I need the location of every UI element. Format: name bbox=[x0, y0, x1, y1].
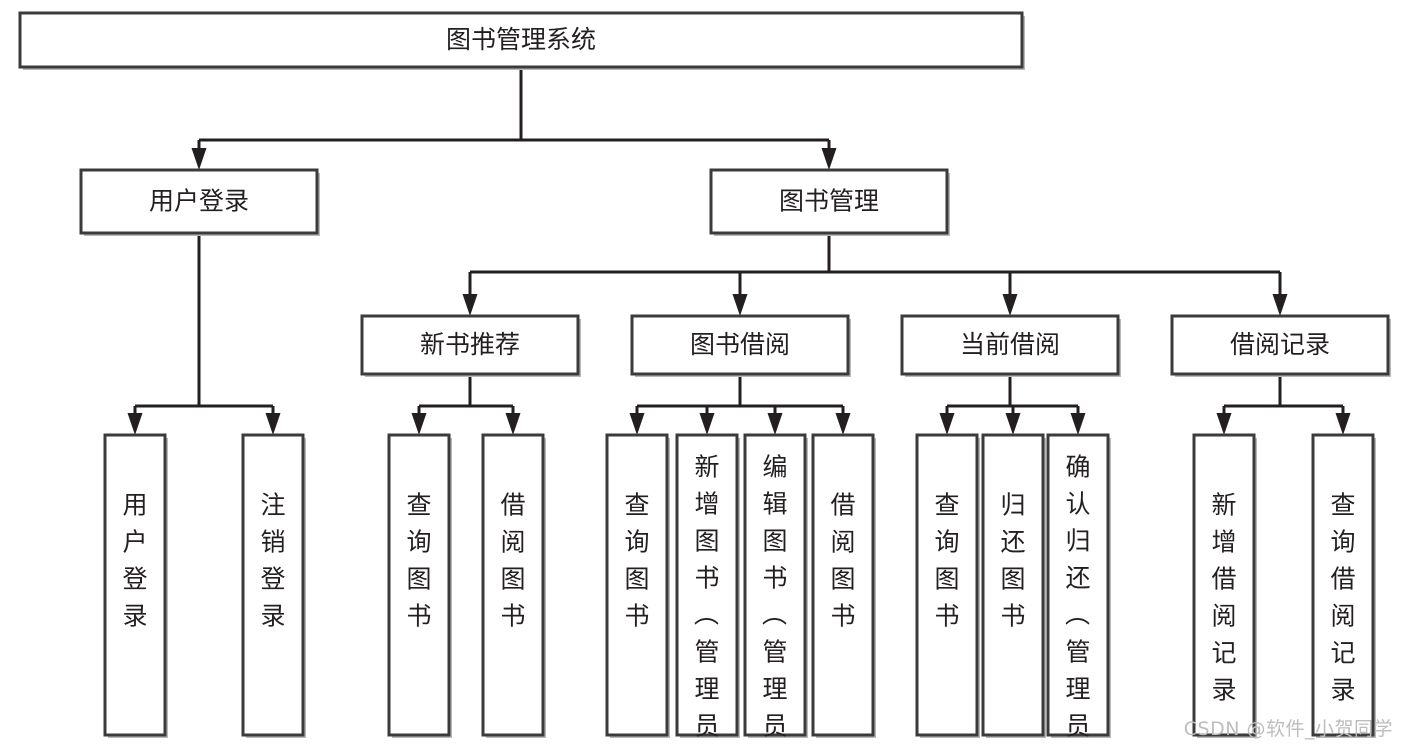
arrow-head bbox=[1005, 413, 1021, 435]
arrow-head bbox=[821, 148, 837, 170]
arrow-head bbox=[411, 413, 427, 435]
node-book-manage[interactable]: 图书管理 bbox=[709, 168, 950, 236]
connector-layer bbox=[127, 67, 1351, 435]
arrow-head bbox=[732, 294, 748, 316]
node-leaf-borrow-book-2[interactable]: 借阅图书 bbox=[811, 433, 876, 738]
watermark-label: CSDN @软件_小贺同学 bbox=[1183, 718, 1393, 740]
arrow-head bbox=[767, 413, 783, 435]
node-rect[interactable] bbox=[360, 314, 580, 376]
node-label: 新增借阅记录 bbox=[1211, 491, 1236, 705]
node-rect[interactable] bbox=[675, 433, 739, 737]
arrow-head bbox=[1272, 294, 1288, 316]
node-root[interactable]: 图书管理系统 bbox=[18, 11, 1025, 70]
node-rect[interactable] bbox=[1046, 433, 1110, 737]
node-leaf-confirm-return[interactable]: 确认归还（管理员） bbox=[1046, 433, 1111, 747]
arrow-head bbox=[1070, 413, 1086, 435]
node-label: 新增图书（管理员） bbox=[694, 453, 720, 747]
node-label: 确认归还（管理员） bbox=[1065, 453, 1091, 747]
node-label: 图书借阅 bbox=[690, 330, 790, 359]
arrow-head bbox=[505, 413, 521, 435]
node-label: 新书推荐 bbox=[420, 330, 520, 359]
node-rect[interactable] bbox=[709, 168, 949, 235]
node-label: 查询图书 bbox=[406, 491, 431, 631]
arrow-head bbox=[462, 294, 478, 316]
connector-group-current-borrow bbox=[939, 374, 1086, 435]
node-rect[interactable] bbox=[811, 433, 875, 737]
connector-group-book-manage bbox=[462, 233, 1288, 316]
node-layer: 图书管理系统用户登录图书管理新书推荐图书借阅当前借阅借阅记录用户登录注销登录查询… bbox=[18, 11, 1391, 747]
arrow-head bbox=[939, 413, 955, 435]
node-book-borrow[interactable]: 图书借阅 bbox=[630, 314, 851, 377]
arrow-head bbox=[127, 413, 143, 435]
connector-group-book-borrow bbox=[629, 374, 851, 435]
node-label: 用户登录 bbox=[122, 491, 147, 631]
connector-group-root bbox=[191, 67, 837, 170]
node-label: 查询图书 bbox=[934, 491, 959, 631]
node-leaf-logout[interactable]: 注销登录 bbox=[241, 433, 306, 738]
node-rect[interactable] bbox=[605, 433, 669, 737]
node-leaf-edit-book[interactable]: 编辑图书（管理员） bbox=[743, 433, 808, 747]
node-borrow-record[interactable]: 借阅记录 bbox=[1170, 314, 1391, 377]
node-rect[interactable] bbox=[1311, 433, 1375, 737]
node-label: 图书管理系统 bbox=[446, 25, 596, 54]
node-leaf-query-book-2[interactable]: 查询图书 bbox=[605, 433, 670, 738]
node-leaf-user-login[interactable]: 用户登录 bbox=[103, 433, 168, 738]
node-rect[interactable] bbox=[981, 433, 1045, 737]
node-label: 借阅记录 bbox=[1230, 330, 1330, 359]
node-rect[interactable] bbox=[387, 433, 451, 737]
node-label: 查询借阅记录 bbox=[1330, 491, 1355, 705]
node-rect[interactable] bbox=[79, 168, 319, 235]
node-leaf-query-record[interactable]: 查询借阅记录 bbox=[1311, 433, 1376, 738]
arrow-head bbox=[191, 148, 207, 170]
node-rect[interactable] bbox=[1170, 314, 1390, 376]
arrow-head bbox=[699, 413, 715, 435]
arrow-head bbox=[1335, 413, 1351, 435]
node-rect[interactable] bbox=[18, 11, 1024, 69]
arrow-head bbox=[1216, 413, 1232, 435]
connector-group-user-login bbox=[127, 233, 281, 435]
node-new-book-rec[interactable]: 新书推荐 bbox=[360, 314, 581, 377]
node-label: 借阅图书 bbox=[500, 491, 525, 631]
node-rect[interactable] bbox=[241, 433, 305, 737]
arrow-head bbox=[1002, 294, 1018, 316]
node-leaf-borrow-book-1[interactable]: 借阅图书 bbox=[481, 433, 546, 738]
node-label: 查询图书 bbox=[624, 491, 649, 631]
arrow-head bbox=[835, 413, 851, 435]
connector-group-new-book-rec bbox=[411, 374, 521, 435]
node-current-borrow[interactable]: 当前借阅 bbox=[900, 314, 1121, 377]
node-rect[interactable] bbox=[1192, 433, 1256, 737]
node-leaf-return-book[interactable]: 归还图书 bbox=[981, 433, 1046, 738]
node-rect[interactable] bbox=[915, 433, 979, 737]
node-label: 编辑图书（管理员） bbox=[762, 453, 788, 747]
arrow-head bbox=[265, 413, 281, 435]
node-user-login[interactable]: 用户登录 bbox=[79, 168, 320, 236]
node-rect[interactable] bbox=[103, 433, 167, 737]
connector-group-borrow-record bbox=[1216, 374, 1351, 435]
node-rect[interactable] bbox=[630, 314, 850, 376]
arrow-head bbox=[629, 413, 645, 435]
node-leaf-query-book-1[interactable]: 查询图书 bbox=[387, 433, 452, 738]
node-label: 借阅图书 bbox=[830, 491, 855, 631]
node-label: 当前借阅 bbox=[960, 330, 1060, 359]
node-label: 注销登录 bbox=[260, 491, 285, 631]
node-leaf-add-book[interactable]: 新增图书（管理员） bbox=[675, 433, 740, 747]
node-rect[interactable] bbox=[481, 433, 545, 737]
node-label: 用户登录 bbox=[149, 187, 249, 216]
node-leaf-add-record[interactable]: 新增借阅记录 bbox=[1192, 433, 1257, 738]
node-rect[interactable] bbox=[900, 314, 1120, 376]
node-label: 图书管理 bbox=[779, 187, 879, 216]
node-label: 归还图书 bbox=[1000, 491, 1025, 631]
node-rect[interactable] bbox=[743, 433, 807, 737]
node-leaf-query-book-3[interactable]: 查询图书 bbox=[915, 433, 980, 738]
